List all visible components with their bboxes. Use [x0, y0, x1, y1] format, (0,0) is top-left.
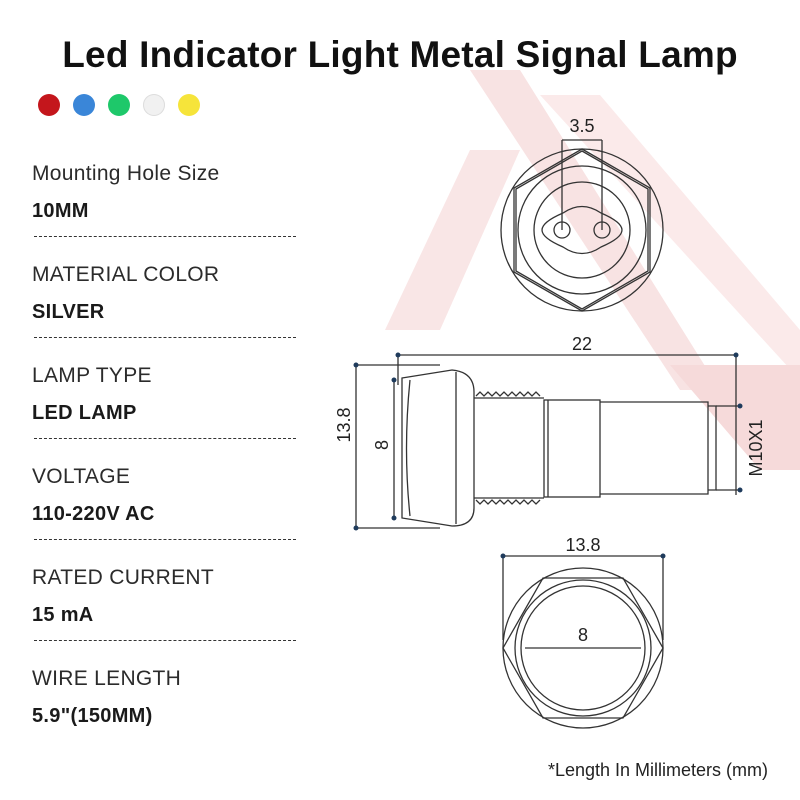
hex-width-dim: 13.8 [565, 535, 600, 555]
yellow-dot [178, 94, 200, 116]
divider [34, 438, 296, 439]
spec-value: 15 mA [32, 604, 94, 626]
blue-dot [73, 94, 95, 116]
green-dot [108, 94, 130, 116]
spec-value: 110-220V AC [32, 503, 155, 525]
total-length-dim: 22 [572, 334, 592, 354]
side-view [353, 352, 743, 531]
spec-list: Mounting Hole Size 10MM MATERIAL COLOR S… [30, 160, 300, 766]
front-view [500, 553, 666, 729]
spec-label: RATED CURRENT [32, 566, 215, 589]
white-dot [143, 94, 165, 116]
spec-wire-length: WIRE LENGTH 5.9"(150MM) [30, 665, 300, 766]
spec-rated-current: RATED CURRENT 15 mA [30, 564, 300, 665]
lens-diameter-dim: 8 [578, 625, 588, 645]
spec-label: VOLTAGE [32, 465, 131, 488]
spec-value: 5.9"(150MM) [32, 705, 153, 727]
divider [34, 539, 296, 540]
spec-label: MATERIAL COLOR [32, 263, 220, 286]
divider [34, 640, 296, 641]
lens-height-dim: 8 [372, 440, 392, 450]
divider [34, 236, 296, 237]
spec-label: WIRE LENGTH [32, 667, 182, 690]
spec-material-color: MATERIAL COLOR SILVER [30, 261, 300, 362]
spec-value: 10MM [32, 200, 89, 222]
spec-label: Mounting Hole Size [32, 162, 220, 185]
spec-value: LED LAMP [32, 402, 137, 424]
red-dot [38, 94, 60, 116]
divider [34, 337, 296, 338]
spec-lamp-type: LAMP TYPE LED LAMP [30, 362, 300, 463]
spec-label: LAMP TYPE [32, 364, 152, 387]
rear-view [500, 139, 664, 312]
thread-dim: M10X1 [746, 419, 766, 476]
spec-value: SILVER [32, 301, 105, 323]
spec-mounting-hole: Mounting Hole Size 10MM [30, 160, 300, 261]
footnote: *Length In Millimeters (mm) [547, 760, 768, 780]
outer-height-dim: 13.8 [334, 407, 354, 442]
page-title: Led Indicator Light Metal Signal Lamp [62, 34, 738, 75]
pin-spacing-dim: 3.5 [569, 116, 594, 136]
color-options [38, 94, 200, 116]
spec-voltage: VOLTAGE 110-220V AC [30, 463, 300, 564]
